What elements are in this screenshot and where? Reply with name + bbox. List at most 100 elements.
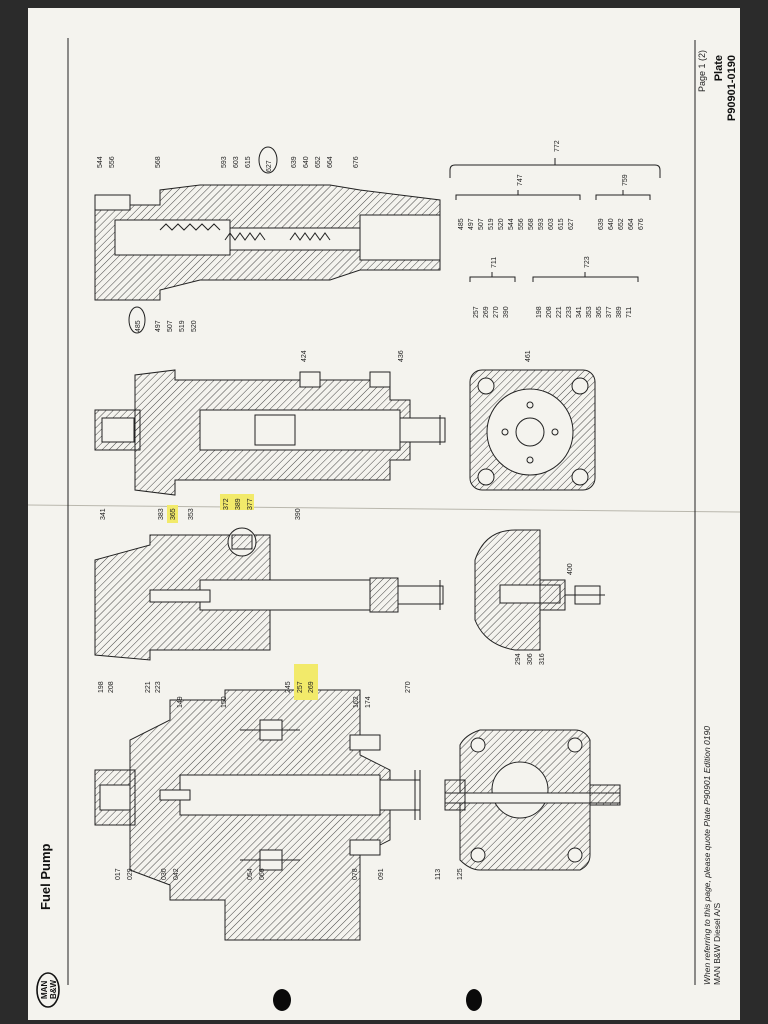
label-544: 544 (97, 156, 104, 168)
label-341: 341 (100, 508, 107, 520)
label-400: 400 (567, 563, 574, 575)
g711-item-2: 270 (493, 306, 500, 318)
g759-item-2: 652 (618, 218, 625, 230)
label-125: 125 (457, 868, 464, 880)
g747-item-1: 497 (468, 218, 475, 230)
label-054: 054 (247, 868, 254, 880)
label-245: 245 (285, 681, 292, 693)
label-316: 316 (539, 653, 546, 665)
plate-label: Plate (713, 55, 725, 81)
highlight-257-269 (294, 664, 318, 700)
label-520: 520 (191, 320, 198, 332)
g723-item-8: 389 (616, 306, 623, 318)
circle-627 (258, 146, 278, 174)
view3-end-view (469, 369, 596, 491)
label-390: 390 (295, 508, 302, 520)
view2-left-labels: 198 208 221 223 245 257 269 270 (98, 664, 412, 700)
label-652: 652 (315, 156, 322, 168)
g747-item-6: 556 (518, 218, 525, 230)
g723-item-9: 711 (626, 307, 633, 318)
view1-flange-view (444, 729, 621, 871)
view1-left-labels: 017 029 030 042 054 066 078 091 113 125 (115, 868, 464, 880)
label-603: 603 (233, 156, 240, 168)
group-711: 257 269 270 390 711 (469, 257, 516, 318)
view2-barrel-section (94, 527, 444, 661)
g723-item-1: 208 (546, 306, 553, 318)
label-365: 365 (170, 508, 177, 520)
label-436: 436 (398, 350, 405, 362)
label-556: 556 (109, 156, 116, 168)
g747-item-10: 615 (558, 218, 565, 230)
highlight-365 (167, 505, 178, 523)
g747-item-4: 520 (498, 218, 505, 230)
label-030: 030 (161, 868, 168, 880)
g747-item-8: 593 (538, 218, 545, 230)
label-461: 461 (525, 350, 532, 362)
view2-bottom-labels: 294 306 316 400 (515, 563, 574, 665)
g759-label: 759 (622, 174, 629, 186)
label-269: 269 (308, 681, 315, 693)
g747-label: 747 (517, 174, 524, 186)
label-162: 162 (353, 696, 360, 708)
label-353: 353 (188, 508, 195, 520)
label-593: 593 (221, 156, 228, 168)
g747-item-0: 485 (458, 218, 465, 230)
g723-item-2: 221 (556, 306, 563, 318)
g747-item-3: 519 (488, 218, 495, 230)
view2-right-labels: 341 383 365 353 390 (100, 505, 302, 523)
g747-item-2: 507 (478, 218, 485, 230)
g711-label: 711 (491, 257, 498, 268)
g759-item-0: 639 (598, 218, 605, 230)
label-149: 149 (177, 696, 184, 708)
g759-item-4: 676 (638, 218, 645, 230)
label-568: 568 (155, 156, 162, 168)
g711-item-1: 269 (483, 306, 490, 318)
label-507: 507 (167, 320, 174, 332)
page-title: Fuel Pump (38, 843, 53, 910)
label-150: 150 (221, 696, 228, 708)
label-029: 029 (127, 868, 134, 880)
view2-valve-detail (474, 529, 605, 651)
g723-item-7: 377 (606, 306, 613, 318)
group-759: 639 640 652 664 676 759 (595, 174, 651, 230)
footer-company: MAN B&W Diesel A/S (712, 902, 722, 985)
label-113: 113 (435, 869, 442, 880)
label-306: 306 (527, 653, 534, 665)
logo: MAN B&W (36, 972, 60, 1008)
highlight-detail (220, 494, 254, 510)
circle-485 (128, 306, 146, 334)
label-676: 676 (353, 156, 360, 168)
label-372: 372 (223, 498, 230, 510)
g723-item-3: 233 (566, 306, 573, 318)
label-198: 198 (98, 681, 105, 693)
view1-right-labels: 149 150 162 174 (177, 696, 372, 708)
logo-bw: B&W (49, 979, 58, 999)
label-664: 664 (327, 156, 334, 168)
g723-item-4: 341 (576, 306, 583, 318)
view4-left-labels: 485 497 507 519 520 (128, 306, 198, 334)
label-174: 174 (365, 696, 372, 708)
label-639: 639 (291, 156, 298, 168)
view2-detail-labels: 372 389 377 (220, 494, 254, 510)
g723-item-0: 198 (536, 306, 543, 318)
label-208: 208 (108, 681, 115, 693)
g747-item-9: 603 (548, 218, 555, 230)
g759-item-1: 640 (608, 218, 615, 230)
view3-labels: 424 436 461 (301, 350, 532, 362)
g747-item-7: 568 (528, 218, 535, 230)
label-091: 091 (378, 868, 385, 880)
g711-item-0: 257 (473, 306, 480, 318)
binder-hole-right (466, 989, 482, 1011)
g711-item-3: 390 (503, 306, 510, 318)
label-640: 640 (303, 156, 310, 168)
view4-top-labels: 544 556 568 593 603 615 627 639 640 652 … (97, 146, 360, 174)
label-627: 627 (266, 160, 273, 172)
g723-label: 723 (584, 256, 591, 268)
logo-man: MAN (40, 981, 49, 999)
group-772: 772 (449, 140, 661, 178)
label-221: 221 (145, 681, 152, 693)
g772-label: 772 (554, 140, 561, 152)
label-294: 294 (515, 653, 522, 665)
